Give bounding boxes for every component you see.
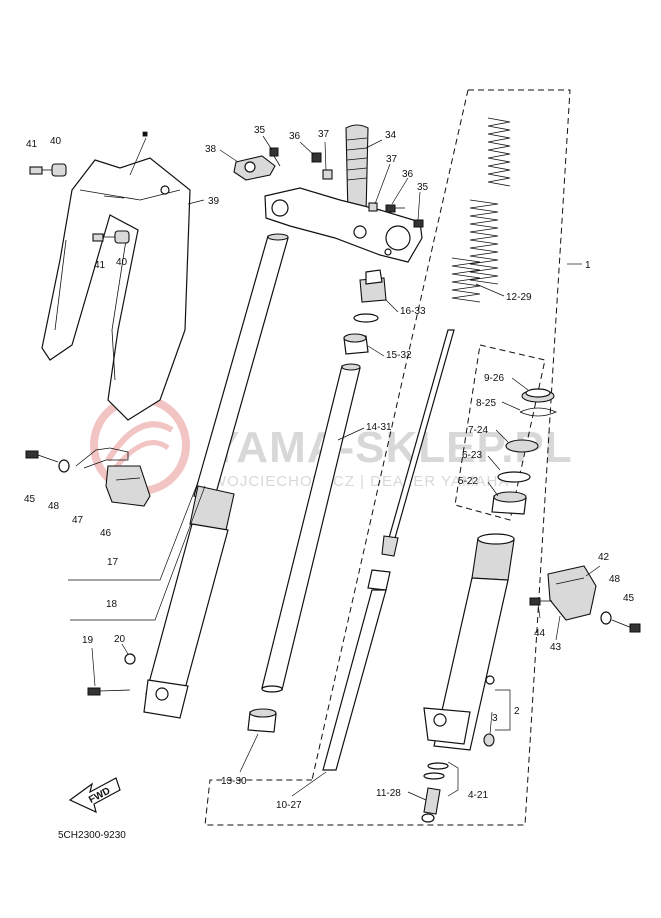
label-47: 47 (72, 515, 84, 526)
fwd-arrow-icon: FWD (68, 777, 121, 814)
label-46: 46 (100, 528, 112, 539)
bolt-35-right (413, 219, 424, 228)
steering-stem (264, 124, 423, 263)
hose-guide-47 (75, 447, 129, 469)
washer-48-left (58, 459, 70, 473)
bolt-35-left (269, 147, 281, 167)
label-20: 20 (114, 634, 126, 645)
label-37-right: 37 (386, 154, 398, 165)
nut-37-left (322, 169, 333, 180)
label-8-25: 8-25 (476, 398, 496, 409)
label-9-26: 9-26 (484, 373, 504, 384)
label-37-left: 37 (318, 129, 330, 140)
leader-lines (91, 135, 601, 801)
label-48-right: 48 (609, 574, 621, 585)
holder-46 (105, 465, 151, 507)
label-5-22: 5-22 (458, 476, 478, 487)
washer-7 (505, 439, 539, 453)
bracket-2 (495, 689, 511, 731)
upper-bracket-38 (233, 155, 276, 181)
label-34: 34 (385, 130, 397, 141)
label-10-27: 10-27 (276, 800, 302, 811)
nut-36-left (311, 152, 322, 163)
washer-20 (124, 653, 136, 665)
label-11-28: 11-28 (376, 788, 401, 799)
label-43: 43 (550, 642, 562, 653)
watermark-subtitle: WOJCIECHOWICZ | DEALER YAMAHA (212, 473, 509, 490)
label-16-33: 16-33 (400, 306, 426, 317)
fork-guard (41, 157, 191, 421)
assembly-1-frame (204, 89, 571, 826)
label-48-left: 48 (48, 501, 60, 512)
bracket-17 (68, 481, 199, 581)
label-12-29: 12-29 (506, 292, 532, 303)
bolt-36-right (385, 204, 405, 213)
assembly-7-frame (454, 344, 546, 521)
label-41-top: 41 (26, 139, 38, 150)
bolt-19 (87, 687, 131, 696)
clip-8 (519, 407, 557, 417)
washer-48-right (600, 611, 612, 625)
bracket-18 (70, 485, 206, 621)
oring-4 (423, 762, 449, 780)
label-41-mid: 41 (94, 260, 106, 271)
bolt-41-mid (92, 233, 115, 242)
label-44: 44 (534, 628, 546, 639)
damper-rod (322, 329, 455, 771)
bolt-41-top (29, 166, 52, 175)
drain-screw-3 (483, 733, 495, 747)
label-40-top: 40 (50, 136, 62, 147)
label-45-right: 45 (623, 593, 635, 604)
label-36-left: 36 (289, 131, 301, 142)
collar-40-mid (114, 230, 130, 244)
bolt-45-left (25, 450, 59, 463)
label-45-left: 45 (24, 494, 36, 505)
fork-leg-left-outer (143, 485, 235, 719)
label-19: 19 (82, 635, 94, 646)
assembly-1-frame-left (311, 89, 469, 781)
callout-labels: 41 40 ■ 39 41 40 35 36 37 34 38 37 36 35… (24, 125, 635, 811)
label-7-24: 7-24 (468, 425, 488, 436)
slide-bushing-13 (247, 708, 277, 733)
spacer-15 (343, 333, 369, 355)
label-6-23: 6-23 (462, 450, 482, 461)
cap-bolt-16 (353, 269, 387, 323)
diagram-code: 5CH2300-9230 (58, 830, 126, 841)
label-3: 3 (492, 713, 498, 724)
label-2: 2 (514, 706, 520, 717)
bolt-44 (529, 597, 552, 606)
label-35-left: 35 (254, 125, 266, 136)
label-15-32: 15-32 (386, 350, 412, 361)
label-35-right: 35 (417, 182, 429, 193)
damper-bolt-11 (421, 787, 441, 823)
label-14-31: 14-31 (366, 422, 392, 433)
collar-40-top (51, 163, 67, 177)
inner-tube-right (261, 363, 361, 693)
label-4-21: 4-21 (468, 790, 488, 801)
bushing-5 (491, 491, 527, 515)
bolt-45-right (611, 619, 641, 633)
label-1: 1 (585, 260, 591, 271)
label-38: 38 (205, 144, 217, 155)
label-36-right: 36 (402, 169, 414, 180)
oil-seal-6 (497, 471, 531, 483)
fork-spring-upper (487, 117, 511, 187)
label-42: 42 (598, 552, 610, 563)
label-13-30: 13-30 (221, 776, 247, 787)
fork-spring-lower (451, 199, 499, 303)
holder-42 (547, 565, 597, 621)
nut-37-right (368, 202, 378, 212)
label-40-mid: 40 (116, 257, 128, 268)
label-18: 18 (106, 599, 118, 610)
label-new-part-mark: ■ (142, 129, 148, 140)
outer-tube-right (423, 533, 515, 751)
label-17: 17 (107, 557, 119, 568)
label-39: 39 (208, 196, 220, 207)
oil-seal-9 (521, 388, 555, 403)
